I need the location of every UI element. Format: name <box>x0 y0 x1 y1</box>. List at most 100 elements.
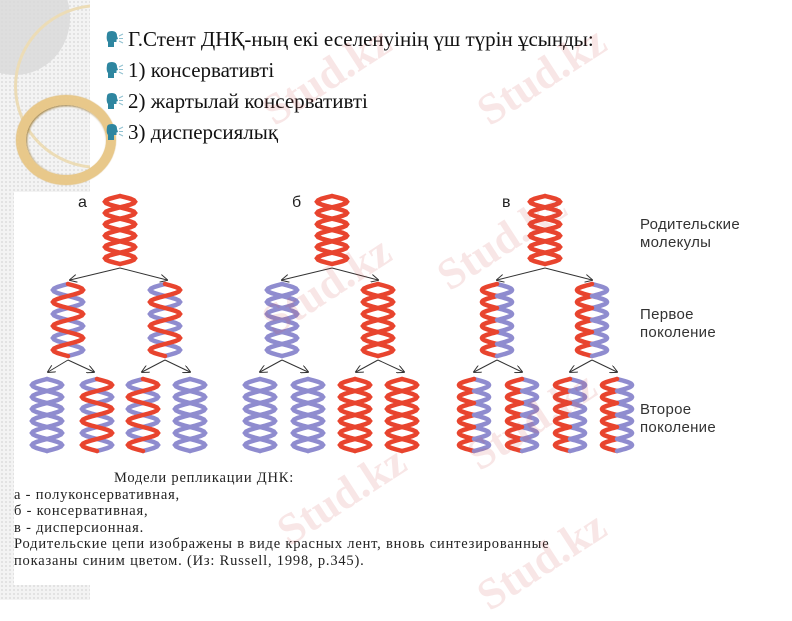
dna-strand <box>264 281 300 359</box>
dna-replication-diagram <box>29 193 635 454</box>
dna-strand <box>614 424 635 442</box>
speaking-head-icon <box>106 30 124 47</box>
arrow <box>48 359 69 372</box>
dna-strand <box>567 412 588 430</box>
arrow <box>281 359 308 372</box>
dna-strand <box>574 281 595 299</box>
caption-note-1: Родительские цепи изображены в виде крас… <box>14 536 550 552</box>
dna-strand <box>614 388 635 406</box>
dna-strand <box>574 329 595 347</box>
arrow <box>591 359 617 372</box>
dna-strand <box>589 305 610 323</box>
dna-strand <box>471 424 492 442</box>
dna-strand <box>504 436 525 454</box>
caption-line-c: в - дисперсионная. <box>14 519 145 536</box>
panel-letter-a: а <box>78 194 87 211</box>
dna-strand <box>552 436 573 454</box>
dna-strand <box>456 376 477 394</box>
panel-letter-b: б <box>292 194 302 211</box>
dna-strand <box>471 376 492 394</box>
row-label-text: молекулы <box>640 234 712 251</box>
decorative-gold-ring <box>16 95 116 185</box>
row-label-second-generation: Второе поколение <box>640 401 716 437</box>
dna-strand <box>519 412 540 430</box>
dna-strand <box>519 400 540 418</box>
dna-strand <box>456 400 477 418</box>
dna-strand <box>599 376 620 394</box>
row-label-text: Первое <box>640 306 694 323</box>
dna-strand <box>567 436 588 454</box>
dna-strand <box>599 400 620 418</box>
dna-strand <box>589 341 610 359</box>
dna-strand <box>519 376 540 394</box>
speaking-head-icon <box>106 123 124 140</box>
speaking-head-icon <box>106 61 124 78</box>
bullet-text: 1) консервативті <box>128 58 275 82</box>
dna-strand <box>456 436 477 454</box>
dna-strand <box>614 436 635 454</box>
arrow <box>474 359 498 372</box>
bullet-item: 2) жартылай консервативті <box>104 86 594 117</box>
dna-strand <box>384 376 420 454</box>
dna-strand <box>479 305 500 323</box>
dna-strand <box>479 281 500 299</box>
arrow <box>260 359 283 372</box>
arrow <box>570 359 593 372</box>
dna-strand <box>479 317 500 335</box>
arrow <box>70 267 121 280</box>
dna-strand <box>519 436 540 454</box>
helix-group <box>29 193 635 454</box>
dna-strand <box>519 424 540 442</box>
bullet-text: 2) жартылай консервативті <box>128 89 368 113</box>
dna-strand <box>494 305 515 323</box>
dna-strand <box>589 329 610 347</box>
dna-strand <box>574 317 595 335</box>
dna-strand <box>519 388 540 406</box>
dna-strand <box>494 329 515 347</box>
arrow <box>67 359 94 372</box>
dna-strand <box>567 388 588 406</box>
dna-strand <box>589 293 610 311</box>
dna-replication-figure: а б в Родительские молекулы Первое покол… <box>14 192 790 585</box>
dna-strand <box>574 341 595 359</box>
caption-line-a: а - полуконсервативная, <box>14 486 180 503</box>
dna-strand <box>456 424 477 442</box>
dna-strand <box>574 305 595 323</box>
arrow <box>544 267 592 280</box>
bullet-item: Г.Стент ДНҚ-ның екі еселенуінің үш түрін… <box>104 24 594 55</box>
dna-strand <box>494 293 515 311</box>
dna-strand <box>102 193 138 267</box>
panel-letter-c: в <box>502 194 511 211</box>
dna-strand <box>29 376 65 454</box>
dna-strand <box>471 412 492 430</box>
dna-strand <box>504 412 525 430</box>
dna-strand <box>360 281 396 359</box>
dna-strand <box>552 424 573 442</box>
dna-strand <box>471 436 492 454</box>
arrow <box>497 267 546 280</box>
dna-strand <box>504 376 525 394</box>
dna-strand <box>242 376 278 454</box>
caption-line-b: б - консервативная, <box>14 503 149 519</box>
dna-strand <box>172 376 208 454</box>
arrow <box>119 267 167 280</box>
arrow <box>356 359 379 372</box>
row-label-first-generation: Первое поколение <box>640 306 716 342</box>
bullet-text: Г.Стент ДНҚ-ның екі еселенуінің үш түрін… <box>128 27 594 51</box>
dna-strand <box>494 341 515 359</box>
dna-strand <box>456 412 477 430</box>
bullet-item: 1) консервативті <box>104 55 594 86</box>
dna-strand <box>479 329 500 347</box>
dna-strand <box>79 376 115 454</box>
dna-strand <box>314 193 350 267</box>
dna-strand <box>147 281 183 359</box>
dna-strand <box>527 193 563 267</box>
caption-note-2: показаны синим цветом. (Из: Russell, 199… <box>14 552 365 569</box>
row-label-text: поколение <box>640 419 717 436</box>
arrow <box>331 267 378 280</box>
dna-strand <box>567 400 588 418</box>
dna-strand <box>471 388 492 406</box>
dna-strand <box>614 412 635 430</box>
dna-strand <box>599 436 620 454</box>
dna-strand <box>599 412 620 430</box>
